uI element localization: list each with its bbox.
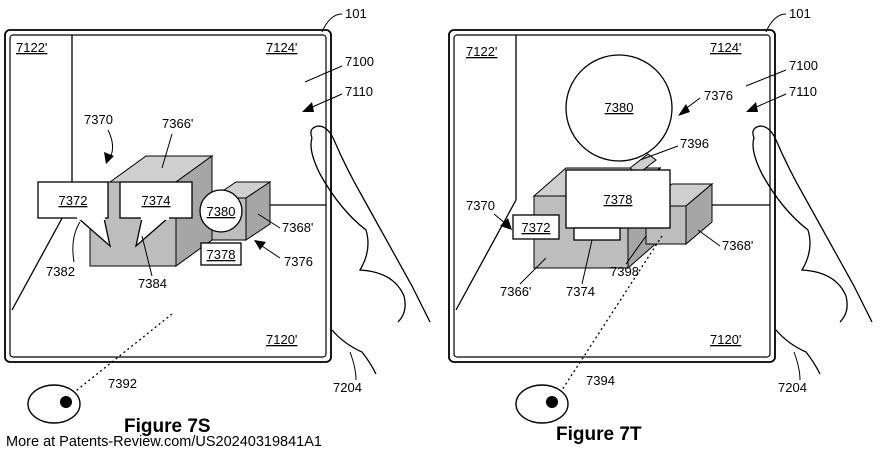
leader-7366-7t: [519, 257, 547, 285]
arrowhead-7370-7s: [104, 152, 114, 164]
leader-7368-7t: [697, 229, 721, 247]
eye-icon-7t: [515, 384, 569, 424]
arrow-7376-7s: [261, 245, 281, 259]
arrowhead-7110-7t: [746, 102, 758, 112]
label-7120-7t: 7120': [710, 332, 741, 347]
leader-7366-7s: [161, 133, 173, 169]
arrow-7110-7t: [753, 93, 787, 109]
arrow-7370-7s: [107, 129, 114, 159]
label-7380-7s: 7380: [207, 204, 236, 219]
label-7378-7t: 7378: [604, 192, 633, 207]
device-frame-7t: [448, 29, 776, 363]
note-7374-stub-7t: [573, 227, 621, 241]
label-7122-7t: 7122': [466, 44, 497, 59]
label-7100-7s: 7100: [345, 54, 374, 69]
gaze-line-7t: [561, 235, 663, 391]
hand-thumb-7t: [775, 329, 821, 375]
label-7204-7s: 7204: [333, 380, 362, 395]
caption-figure-7s: Figure 7S: [124, 416, 211, 437]
note-7378-7s: [200, 242, 242, 266]
arrowhead-7370-7t: [500, 218, 512, 230]
label-7204-7t: 7204: [778, 380, 807, 395]
leader-7374-7t: [581, 239, 593, 285]
arrowhead-7110-7s: [302, 102, 314, 112]
label-7110-7s: 7110: [345, 84, 373, 99]
label-7368-7t: 7368': [722, 238, 753, 253]
leader-7100-7t: [745, 69, 787, 87]
label-7398-7t: 7398: [610, 264, 639, 279]
eye-pupil-7s: [60, 396, 72, 408]
hand-thumb-7s: [331, 329, 377, 375]
display-frame-7s: [9, 34, 327, 358]
label-7368-7s: 7368': [282, 220, 313, 235]
room-floor-edge-7t: [455, 199, 517, 311]
note-7372-7s: [37, 181, 109, 219]
label-7384-7s: 7384: [138, 276, 167, 291]
label-7380-7t: 7380: [605, 100, 634, 115]
footer-source-text: More at Patents-Review.com/US20240319841…: [6, 434, 322, 450]
arrow-7110-7s: [309, 93, 343, 109]
label-7366-7t: 7366': [500, 284, 531, 299]
label-7100-7t: 7100: [789, 58, 818, 73]
leader-7204-7s: [349, 351, 357, 381]
leader-101-7s: [321, 13, 343, 33]
arrowhead-7376-7s: [254, 240, 266, 250]
hand-finger-7s: [310, 125, 431, 323]
label-7370-7t: 7370: [466, 198, 495, 213]
hand-palm-7s: [310, 137, 406, 323]
eye-pupil-7t: [546, 396, 558, 408]
sphere-7380-7t: [565, 54, 673, 162]
label-7124-7t: 7124': [710, 40, 741, 55]
label-7396-7t: 7396: [680, 136, 709, 151]
figure-7t: 101 7122' 7124' 7120' 7100 7110 7380 737…: [448, 6, 873, 445]
label-101-7s: 101: [345, 6, 367, 21]
label-7374-7s: 7374: [142, 193, 171, 208]
label-7394-7t: 7394: [586, 373, 615, 388]
label-7378-7s: 7378: [207, 247, 236, 262]
display-frame-7t: [453, 34, 771, 358]
label-7120-7s: 7120': [266, 332, 297, 347]
pointer-join-7372-7s: [77, 216, 105, 220]
label-7382-7s: 7382: [46, 264, 75, 279]
label-7124-7s: 7124': [266, 40, 297, 55]
device-frame-7s: [4, 29, 332, 363]
note-7378-7t: [565, 169, 671, 229]
label-101-7t: 101: [789, 6, 811, 21]
figure-7s: 101 7122' 7124' 7120' 7100 7110 7372 737…: [4, 6, 431, 437]
label-7376-7t: 7376: [704, 88, 733, 103]
label-7366-7s: 7366': [162, 116, 193, 131]
leader-7204-7t: [793, 351, 801, 381]
leader-7396-7t: [639, 145, 679, 161]
label-7370-7s: 7370: [84, 112, 113, 127]
leader-7382-7s: [72, 221, 81, 263]
leader-101-7t: [765, 13, 787, 33]
leader-7368-7s: [257, 213, 281, 229]
label-7372-7t: 7372: [522, 220, 551, 235]
gaze-line-7s: [71, 313, 173, 395]
leader-7100-7s: [304, 65, 343, 83]
leader-7384-7s: [141, 235, 153, 277]
sphere-7380-7s: [199, 189, 243, 233]
hand-finger-7t: [752, 125, 873, 323]
pointer-join-7374-7s: [141, 216, 169, 220]
label-7372-7s: 7372: [59, 193, 88, 208]
leader-7398-7t: [625, 235, 647, 265]
hand-palm-7t: [752, 137, 848, 323]
label-7110-7t: 7110: [789, 84, 817, 99]
eye-icon-7s: [27, 384, 81, 424]
note-7372-7t: [512, 214, 560, 240]
label-7376-7s: 7376: [284, 254, 313, 269]
caption-figure-7t: Figure 7T: [556, 424, 642, 445]
arrowhead-7376-7t: [678, 104, 690, 116]
label-7374-7t: 7374: [566, 284, 595, 299]
label-7392-7s: 7392: [108, 376, 137, 391]
label-7122-7s: 7122': [16, 40, 47, 55]
